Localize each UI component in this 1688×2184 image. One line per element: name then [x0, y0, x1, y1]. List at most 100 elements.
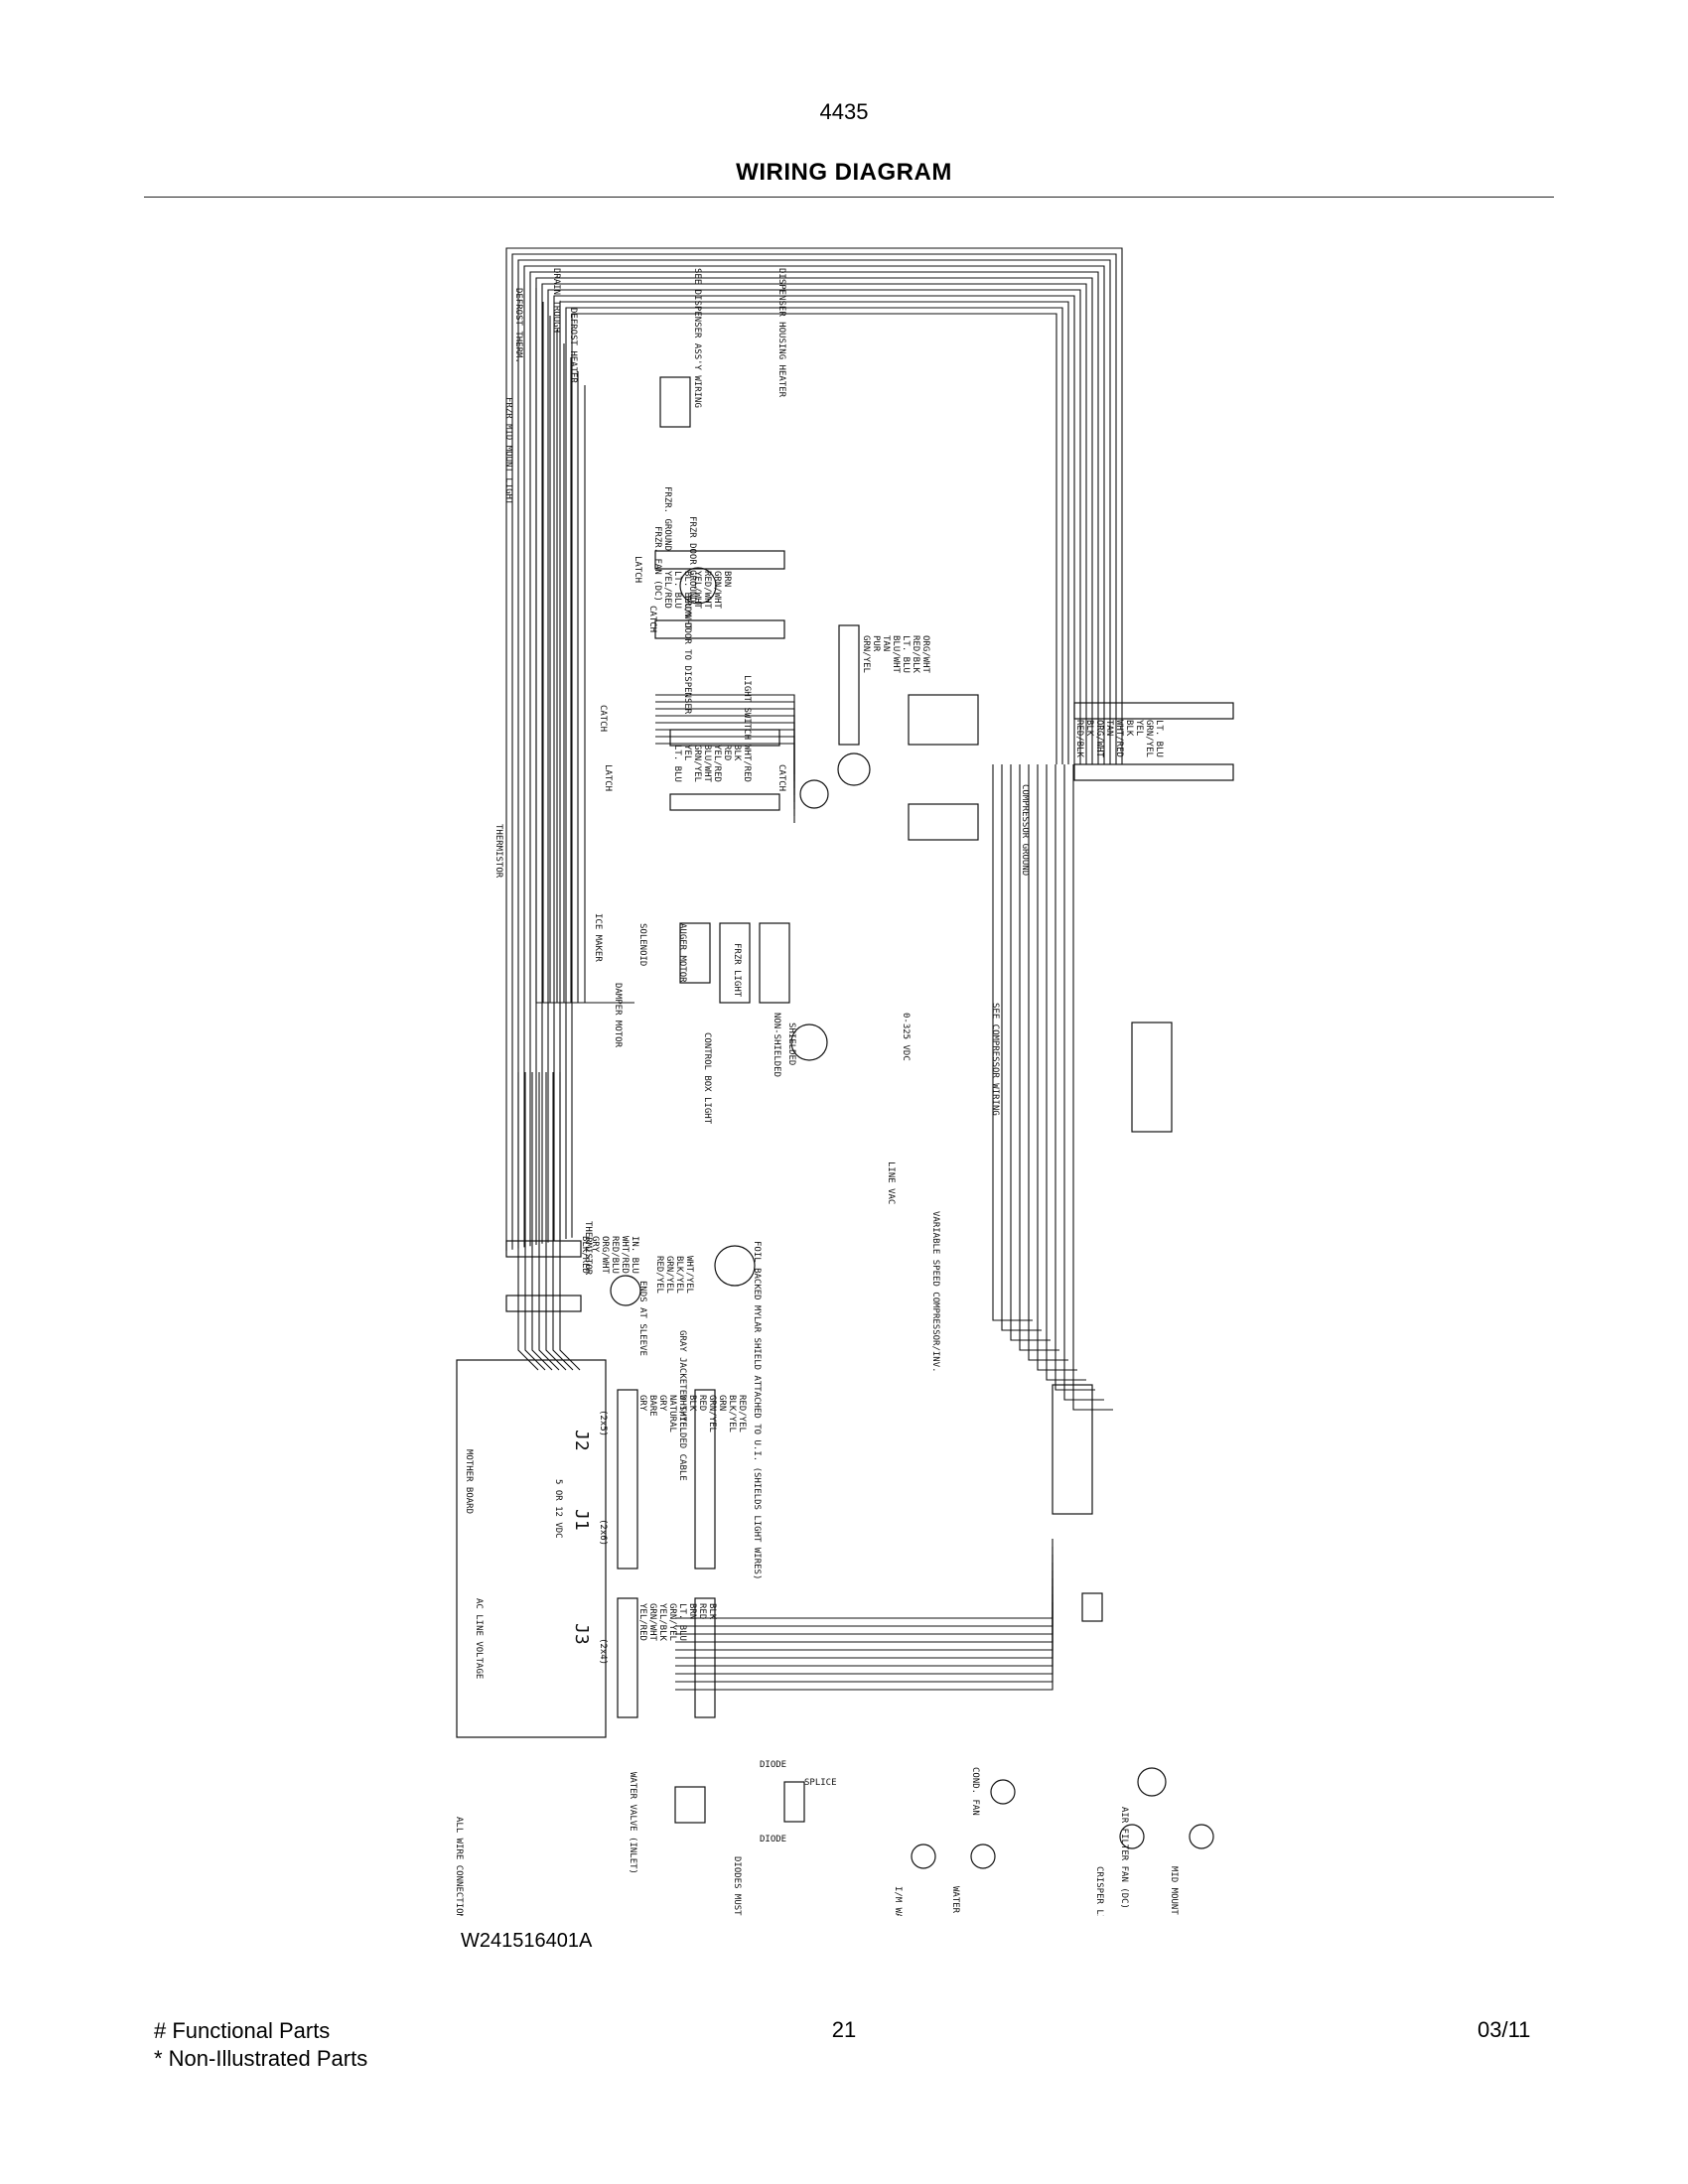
drain-trough-label: DRAIN TROUGH — [551, 268, 561, 333]
splice-note-label: ALL WIRE CONNECTIONS MARKED BY '•' SYMBO… — [454, 1817, 464, 1916]
wire-color-label: RED/BLK — [1074, 720, 1084, 758]
j2-label: J2 — [571, 1430, 592, 1451]
harness-wire — [538, 1072, 560, 1371]
thermistor-1-label: THERMISTOR — [493, 824, 503, 879]
wire-color-label: RED — [722, 745, 732, 760]
wire-color-label: WHT/YEL — [684, 1256, 694, 1294]
harness-wire — [675, 1563, 1054, 1643]
harness-wire — [675, 1555, 1054, 1635]
catch-2-label: CATCH — [598, 705, 608, 732]
harness-wire — [1072, 764, 1113, 1411]
wire-color-label: BLK/YEL — [674, 1256, 684, 1294]
wire-color-label: YEL/BLK — [657, 1603, 667, 1642]
wire-color-label: BLK — [687, 1395, 697, 1412]
inline-connector — [1081, 1592, 1103, 1622]
shielded-cable-label: GRAY JACKETED SHIELDED CABLE — [677, 1330, 687, 1481]
mid-mount-light-label: MID MOUNT LIGHT — [1169, 1866, 1179, 1916]
non-shielded-label: NON-SHIELDED — [772, 1013, 781, 1077]
harness-wire — [517, 1072, 539, 1371]
wire-color-label: BL. BLU/WHT — [682, 571, 692, 630]
mother-board — [456, 1359, 607, 1738]
wire-color-label: YEL/RED — [662, 571, 672, 609]
crisper-light-label: CRISPER LIGHT — [1094, 1866, 1104, 1916]
ice-maker-label: ICE MAKER — [593, 913, 603, 962]
harness-wire — [675, 1570, 1054, 1651]
water-valve-inlet-box — [674, 1786, 706, 1824]
revision-date: 03/11 — [1477, 2017, 1531, 2042]
frzr-door-ground-label: FRZR DOOR GROUND — [687, 516, 697, 603]
compressor-ground-label: COMPRESSOR GROUND — [1020, 784, 1030, 876]
wire-color-label: BRN — [687, 1603, 697, 1619]
wire-color-label: TAN — [881, 635, 891, 651]
wire-color-label: PUR — [871, 635, 881, 652]
harness-wire — [1037, 764, 1077, 1371]
crisper-light-bulb — [1119, 1824, 1145, 1849]
harness-wire — [531, 1072, 553, 1371]
connector-right-lower — [1073, 763, 1234, 781]
wire-color-label: YEL/RED — [712, 745, 722, 782]
wire-color-label: GRN/YEL — [692, 745, 702, 782]
harness-wire — [517, 259, 1111, 1249]
harness-wire — [523, 265, 1105, 1248]
auger-motor-box — [759, 922, 790, 1004]
shielded-label: SHIELDED — [786, 1023, 796, 1065]
wire-color-label: RED/BLK — [911, 635, 920, 674]
harness-wire — [655, 743, 795, 823]
wire-bundles — [505, 247, 1123, 1691]
wire-color-label: NATURAL — [667, 1395, 677, 1433]
harness-wire — [535, 277, 1093, 1245]
dc-volts-label: 0-325 VDC — [901, 1013, 911, 1061]
catch-3-label: CATCH — [776, 764, 786, 791]
wire-color-label: LT. BLU — [672, 745, 682, 782]
air-filter-fan-label: AIR FILTER FAN (DC) — [1119, 1807, 1129, 1909]
j3-connector — [617, 1597, 638, 1718]
connector-right-upper — [1073, 702, 1234, 720]
latch-1-label: LATCH — [633, 556, 642, 583]
component-symbols — [456, 376, 1234, 1869]
harness-wire — [675, 1610, 1054, 1691]
wire-color-label: LT. BLU — [677, 1603, 687, 1641]
damper-motor — [714, 1245, 756, 1287]
wire-color-label: RED/WHT — [702, 571, 712, 610]
j1-label: J1 — [571, 1509, 592, 1531]
see-compressor-box — [1131, 1022, 1173, 1133]
line-vac-label: LINE VAC — [886, 1161, 896, 1204]
ice-maker-box — [679, 922, 711, 984]
j2-pins-label: (2x5) — [598, 1410, 608, 1436]
thermistor-2-label: THERMISTOR — [583, 1221, 593, 1276]
wire-color-label: LT. BLU — [901, 635, 911, 673]
harness-wire — [675, 1547, 1054, 1627]
wire-color-label: GRN/YEL — [707, 1395, 717, 1433]
wire-color-label: WHT/RED — [1114, 720, 1124, 757]
ac-line-voltage-label: AC LINE VOLTAGE — [474, 1598, 484, 1679]
thermistor-bulb — [610, 1275, 641, 1306]
solenoid-box — [719, 922, 751, 1004]
wire-color-label: WHT/RED — [620, 1236, 630, 1274]
see-compressor-wiring-label: SEE COMPRESSOR WIRING — [990, 1003, 1000, 1116]
water-dispenser-valve-label: WATER DISPENSER VALVE TAD — [950, 1886, 960, 1916]
j2-mating-connector — [694, 1389, 716, 1570]
harness-wire — [675, 1539, 1054, 1619]
wire-color-label: ORG/WHT — [920, 635, 930, 674]
connector-upper-left — [654, 550, 785, 570]
wire-color-label: ORG/WHT — [600, 1236, 610, 1275]
wire-color-label: GRN — [717, 1395, 727, 1411]
wire-color-label: BLK/YEL — [727, 1395, 737, 1433]
non-illustrated-parts-note: * Non-Illustrated Parts — [154, 2046, 368, 2071]
harness-wire — [1010, 764, 1051, 1341]
foil-note-label: FOIL BACKED MYLAR SHIELD ATTACHED TO U.I… — [752, 1241, 762, 1579]
water-dispenser-valve-coil — [970, 1843, 996, 1869]
wire-color-label: IN. BLU — [630, 1236, 639, 1274]
harness-wire — [529, 271, 1099, 1247]
wire-color-label: BLK — [1084, 720, 1094, 737]
frzr-mid-mount-light-label: FRZR MID MOUNT LIGHT — [503, 397, 513, 505]
wire-color-label: RED/YEL — [737, 1395, 747, 1433]
harness-wire — [505, 247, 1123, 1251]
j3-mating-connector — [694, 1597, 716, 1718]
wire-color-label: GRN/WHT — [712, 571, 722, 610]
harness-wire — [511, 253, 1117, 1250]
wire-color-label: YEL/RED — [637, 1603, 647, 1641]
wire-color-label: GRN/YEL — [664, 1256, 674, 1294]
